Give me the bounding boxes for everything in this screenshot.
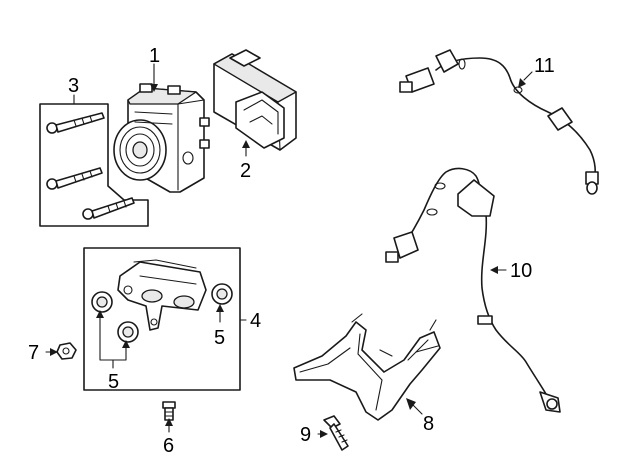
callout-8: 8 [423, 413, 434, 435]
callout-9: 9 [300, 424, 311, 446]
callout-11: 11 [534, 55, 555, 77]
callout-5-right: 5 [214, 327, 225, 349]
nut-icon[interactable] [56, 342, 77, 360]
bolt-set-icon[interactable] [39, 103, 149, 227]
callout-10: 10 [510, 260, 532, 282]
front-sensor-harness-icon[interactable] [399, 49, 599, 195]
abs-modulator-icon[interactable] [113, 83, 210, 193]
callout-1: 1 [149, 45, 160, 67]
callout-4: 4 [250, 310, 261, 332]
callout-2: 2 [240, 160, 251, 182]
support-bracket-icon[interactable] [293, 313, 441, 421]
control-module-icon[interactable] [213, 49, 297, 151]
rear-sensor-harness-icon[interactable] [385, 167, 561, 413]
callout-5-lower: 5 [108, 371, 119, 393]
mount-bracket-kit-icon[interactable] [83, 247, 241, 391]
bolt-icon[interactable] [323, 415, 349, 451]
callout-3: 3 [68, 75, 79, 97]
leader-lines [45, 63, 533, 438]
insulator-icon[interactable] [91, 283, 233, 343]
stud-bolt-icon[interactable] [162, 401, 176, 421]
callout-6: 6 [163, 435, 174, 457]
callout-7: 7 [28, 342, 39, 364]
